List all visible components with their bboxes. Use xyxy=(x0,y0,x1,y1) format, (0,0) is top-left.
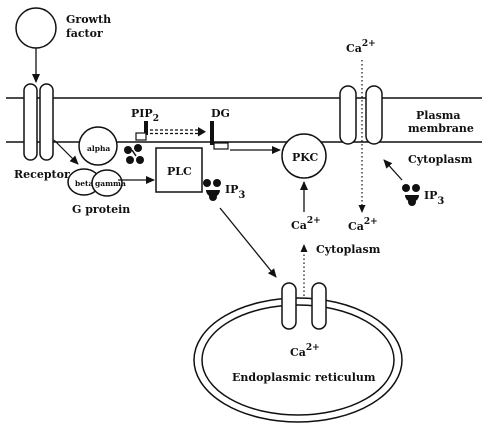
gamma-label: gamma xyxy=(95,179,126,188)
alpha-label: alpha xyxy=(87,144,110,153)
receptor-to-gprotein-arrow xyxy=(53,139,79,165)
ip3-to-er-channel-arrow xyxy=(219,207,277,278)
ip3-to-plasma-channel-arrow xyxy=(383,159,403,181)
ca-influx-dotted-arrow xyxy=(358,60,366,213)
dg-molecule-icon xyxy=(210,121,229,150)
er-ca-channel xyxy=(281,282,327,330)
ip3-label: IP3 xyxy=(225,183,245,201)
ip3-right-molecule-icon xyxy=(402,184,420,206)
growth-factor-circle xyxy=(15,7,57,49)
g-protein xyxy=(67,126,123,197)
pkc-label: PKC xyxy=(292,151,319,164)
growth-factor-label-2: factor xyxy=(66,27,103,40)
g-protein-label: G protein xyxy=(72,203,130,216)
ip3-right-label: IP3 xyxy=(424,189,444,207)
ca-bottom-right-label: Ca2+ xyxy=(348,217,378,233)
receptor xyxy=(23,83,54,161)
beta-label: beta xyxy=(75,179,93,188)
plc-box xyxy=(155,147,203,193)
ca-er-label: Ca2+ xyxy=(290,343,320,359)
ip3-molecule-icon xyxy=(203,179,221,201)
pkc-circle xyxy=(281,133,327,179)
pip2-label: PIP2 xyxy=(131,107,159,124)
cytoplasm-right-label: Cytoplasm xyxy=(408,153,473,166)
cytoplasm-mid-label: Cytoplasm xyxy=(316,243,381,256)
ca-release-dotted-arrow xyxy=(300,244,308,344)
er-label: Endoplasmic reticulum xyxy=(232,371,376,384)
endoplasmic-reticulum xyxy=(193,297,403,423)
plasma-label-1: Plasma xyxy=(416,109,461,122)
plasma-ca-channel xyxy=(339,85,383,145)
plc-label: PLC xyxy=(167,165,192,178)
plasma-label-2: membrane xyxy=(408,122,474,135)
pip2-molecule-icon xyxy=(124,121,148,164)
ca-mid-label: Ca2+ xyxy=(291,216,321,232)
g-gamma-subunit xyxy=(91,169,123,197)
plasma-membrane xyxy=(6,97,482,143)
g-alpha-subunit xyxy=(78,126,118,166)
receptor-label: Receptor xyxy=(14,168,70,181)
dg-label: DG xyxy=(211,107,230,120)
ca-top-label: Ca2+ xyxy=(346,39,376,55)
pip2-to-dg-dashed-arrow xyxy=(150,127,206,137)
growth-factor-label-1: Growth xyxy=(66,13,111,26)
